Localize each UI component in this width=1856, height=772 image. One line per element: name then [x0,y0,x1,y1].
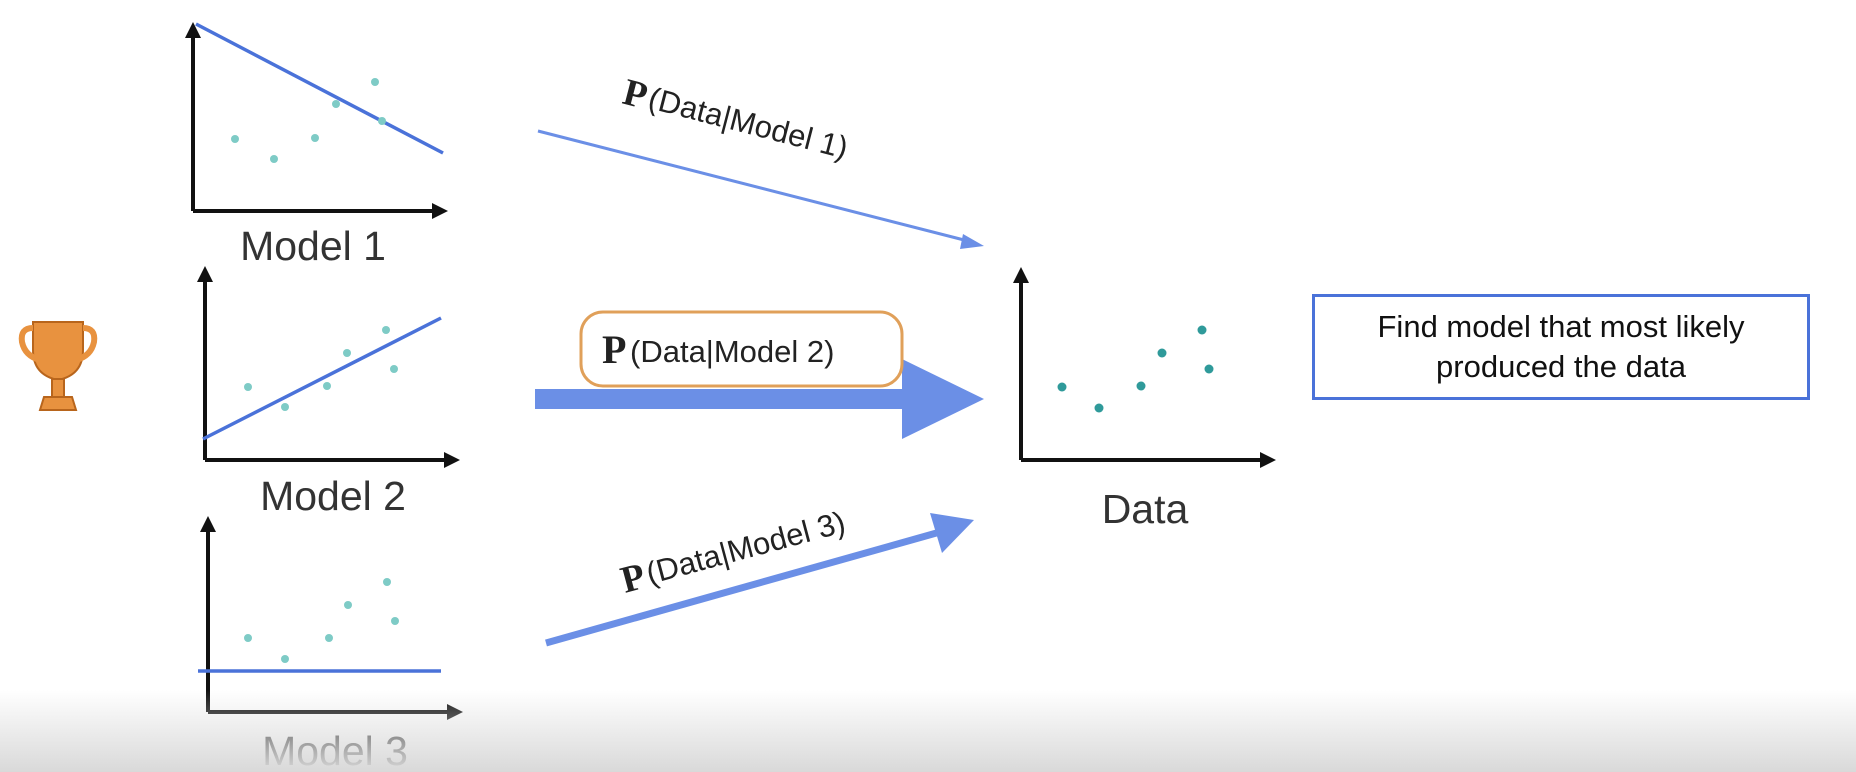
data-point [1057,382,1067,392]
data-point [391,617,399,625]
data-plot: Data [1013,267,1276,532]
data-label: Data [1102,486,1189,532]
highlight-box [579,310,904,388]
data-point [371,78,379,86]
model-1-points [231,78,386,163]
data-point [1157,348,1167,358]
data-point [1094,403,1104,413]
prob-label-text: (Data|Model 2) [630,334,834,369]
data-point [1136,381,1146,391]
data-point [383,578,391,586]
model-3-plot: Model 3 [198,516,463,772]
model-2-prob-label: P (Data|Model 2) [579,310,904,388]
data-point [281,403,289,411]
model-2-fit-line [202,316,442,441]
model-1-prob-label: P (Data|Model 1) [619,71,852,165]
data-point [244,634,252,642]
model-3-points [244,578,399,663]
data-point [323,382,331,390]
data-point [281,655,289,663]
data-point [1204,364,1214,374]
prob-label-text: (Data|Model 1) [645,80,852,165]
data-point [311,134,319,142]
model-2-plot: Model 2 [197,266,460,519]
model-2-label: Model 2 [260,473,406,519]
model-1-fit-line [195,22,444,155]
prob-symbol: P [602,327,626,372]
data-point [343,349,351,357]
data-point [325,634,333,642]
data-points [1057,325,1214,413]
data-point [382,326,390,334]
model-2-points [244,326,398,411]
trophy-icon [18,321,98,411]
data-point [378,117,386,125]
data-point [390,365,398,373]
model-3-arrow [545,513,974,647]
model-1-label: Model 1 [240,223,386,269]
model-1-arrow [537,129,984,249]
data-point [332,100,340,108]
data-point [344,601,352,609]
goal-text-box: Find model that most likely produced the… [1312,294,1810,400]
model-3-label: Model 3 [262,728,408,772]
data-point [270,155,278,163]
model-1-plot: Model 1 [185,22,448,269]
data-point [1197,325,1207,335]
data-point [231,135,239,143]
goal-text: Find model that most likely produced the… [1377,309,1745,384]
model-2-arrow [535,359,984,439]
data-point [244,383,252,391]
prob-label-text: (Data|Model 3) [642,504,849,591]
